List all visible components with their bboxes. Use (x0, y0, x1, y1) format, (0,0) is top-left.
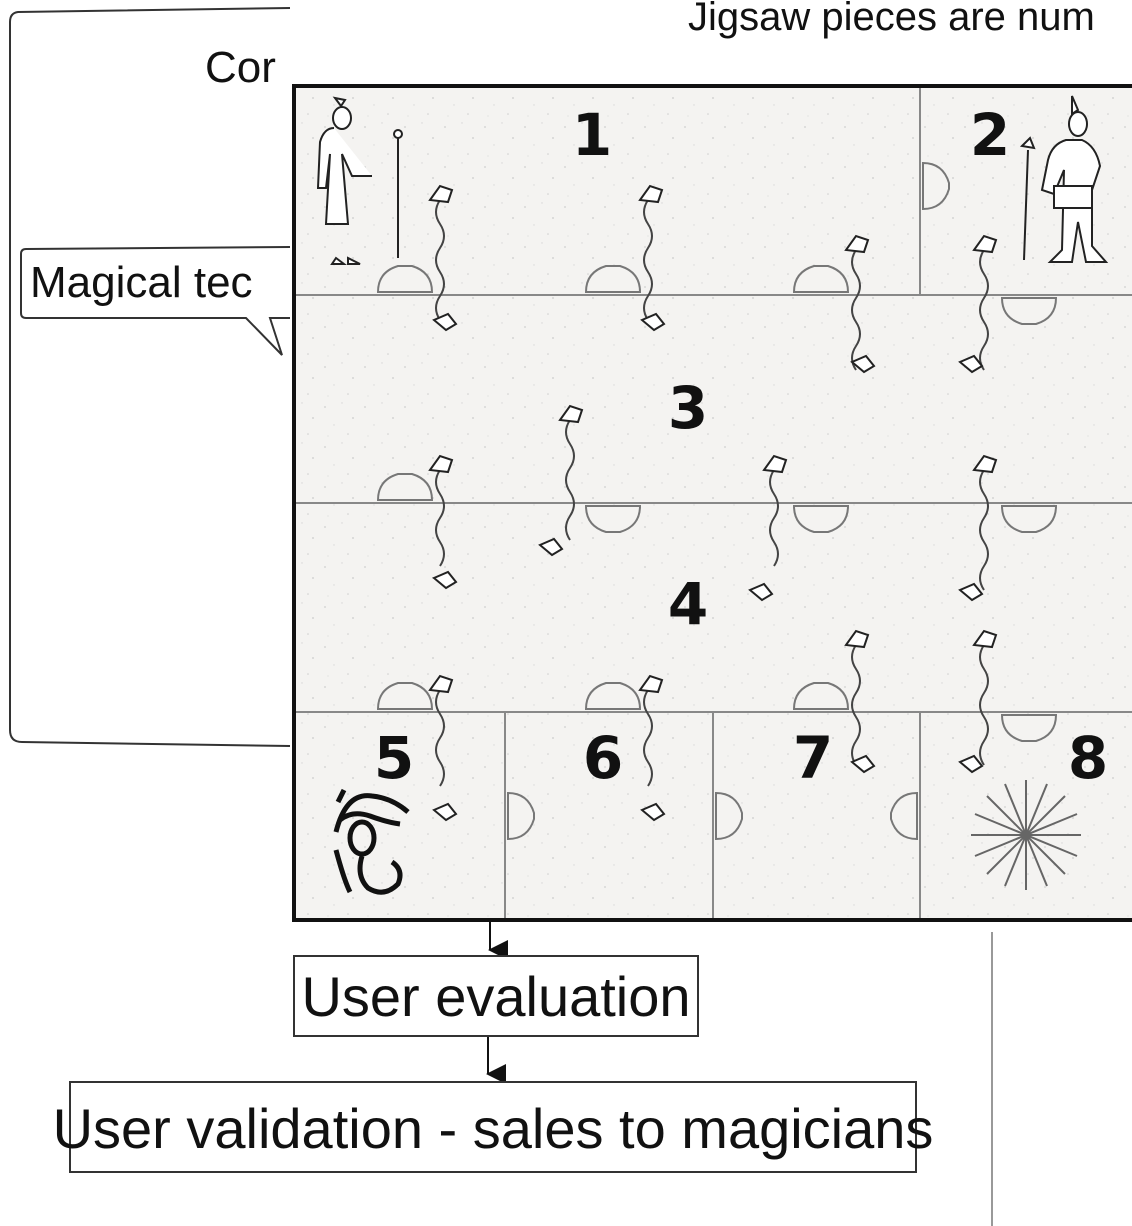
magic-hand-paths (435, 199, 989, 787)
piece-number-6: 6 (583, 724, 623, 792)
header-text: Jigsaw pieces are num (688, 0, 1095, 39)
user-evaluation-label: User evaluation (301, 965, 690, 1028)
piece-number-5: 5 (374, 724, 414, 792)
piece-number-8: 8 (1068, 724, 1108, 792)
piece-number-4: 4 (668, 570, 708, 638)
flow-chart: User evaluation User validation - sales … (53, 922, 993, 1226)
callout-label: Magical tec (20, 246, 291, 356)
god-figure-with-staff-icon (1019, 95, 1109, 263)
piece-number-7: 7 (793, 724, 833, 792)
jigsaw-board: 1 2 3 4 5 6 7 8 (292, 84, 1132, 922)
piece-number-3: 3 (668, 374, 708, 442)
left-box: Cor Magical tec (9, 7, 291, 747)
piece-grid (294, 86, 1132, 920)
eye-of-horus-icon (333, 788, 410, 895)
callout-text: Magical tec (30, 258, 253, 307)
puzzle-tabs (376, 161, 1058, 841)
user-validation-box: User validation - sales to magicians (53, 1081, 934, 1173)
magic-hand-glyphs (428, 184, 998, 822)
user-validation-label: User validation - sales to magicians (53, 1097, 934, 1160)
left-box-title: Cor (205, 43, 276, 92)
board-border (292, 84, 1132, 922)
piece-number-1: 1 (572, 101, 612, 169)
goddess-figure-icon (316, 96, 403, 265)
starburst-icon (971, 780, 1081, 890)
piece-number-2: 2 (970, 101, 1010, 169)
user-evaluation-box: User evaluation (293, 955, 699, 1037)
